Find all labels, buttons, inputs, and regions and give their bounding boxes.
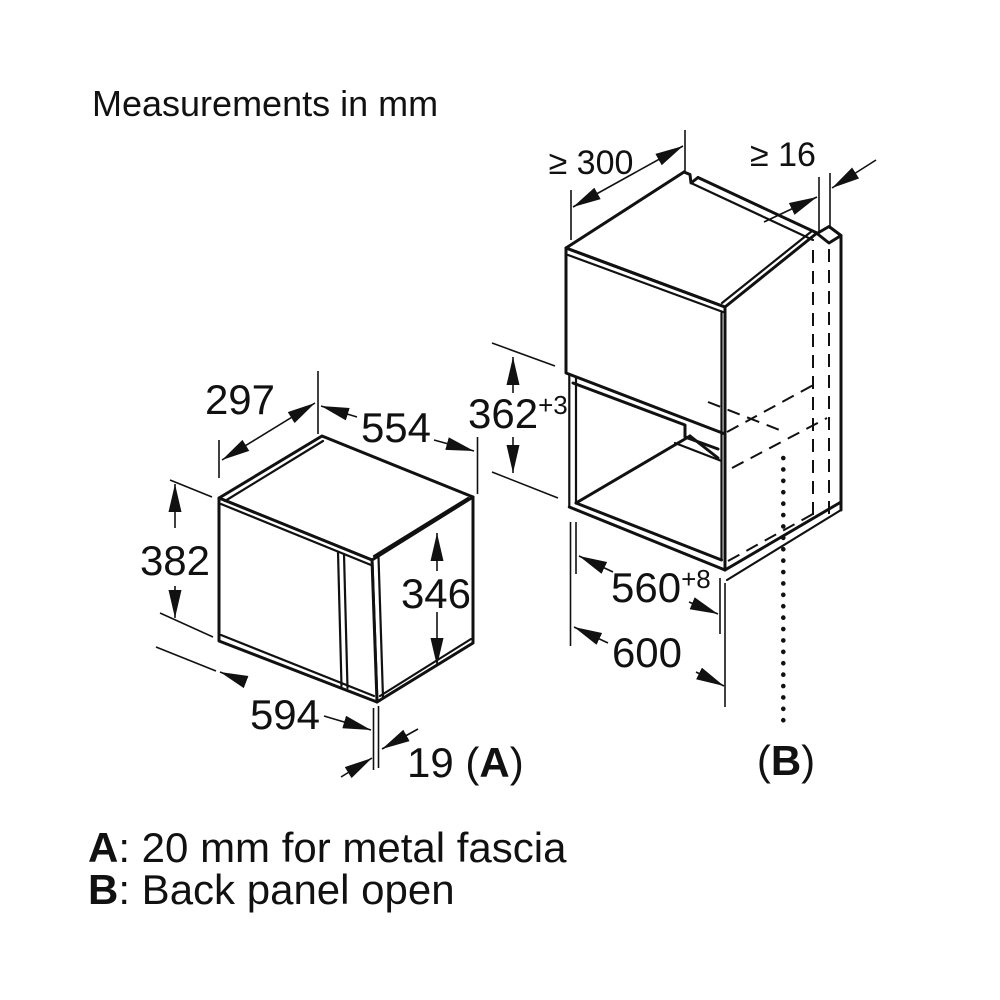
legend: A: 20 mm for metal fascia B: Back panel …	[88, 824, 567, 913]
dim-554-width: 554	[320, 404, 479, 494]
door-handle-line	[342, 552, 349, 690]
dim-16-panel-thickness: ≥ 16	[750, 136, 877, 233]
dim-300-label: ≥ 300	[549, 144, 634, 182]
dim-346-label: 346	[401, 570, 471, 617]
door-handle-line	[336, 550, 343, 688]
back-rail-notch	[682, 170, 700, 185]
niche-floor-front-edge	[574, 501, 723, 562]
dim-554-label: 554	[361, 404, 431, 451]
dim-297-depth: 297	[205, 371, 319, 478]
niche-ceiling-edge	[571, 381, 720, 451]
dim-560-niche-width: 560+8	[575, 522, 721, 634]
dim-19-fascia: 19 (A)	[340, 706, 524, 786]
dim-594-label: 594	[250, 691, 320, 738]
dim-594-width-bottom: 594	[155, 646, 372, 738]
legend-line-a: A: 20 mm for metal fascia	[88, 824, 567, 871]
side-panel-top	[815, 225, 843, 245]
cabinet-drawing	[564, 170, 843, 582]
label-B: (B)	[757, 737, 815, 784]
dim-600-label: 600	[612, 629, 682, 676]
dim-297-label: 297	[205, 376, 275, 423]
microwave-drawing	[217, 434, 475, 704]
dim-362-niche-height: 362+3	[468, 342, 568, 499]
niche-floor-left-edge	[574, 434, 692, 505]
dim-560-label: 560+8	[611, 564, 711, 611]
dim-362-label: 362+3	[468, 390, 568, 437]
door-edge-reveal	[377, 555, 385, 700]
dim-382-label: 382	[140, 537, 210, 584]
dim-19-label: 19 (A)	[407, 739, 524, 786]
dim-346-body-height: 346	[401, 533, 471, 666]
dim-600-cabinet-width: 600	[569, 522, 726, 707]
dim-382-height: 382	[140, 479, 214, 638]
back-panel-callout: (B)	[757, 455, 815, 784]
dim-16-label: ≥ 16	[750, 136, 816, 174]
dim-300-top-clearance: ≥ 300	[549, 130, 686, 240]
legend-line-b: B: Back panel open	[88, 866, 455, 913]
page-title: Measurements in mm	[92, 83, 438, 124]
